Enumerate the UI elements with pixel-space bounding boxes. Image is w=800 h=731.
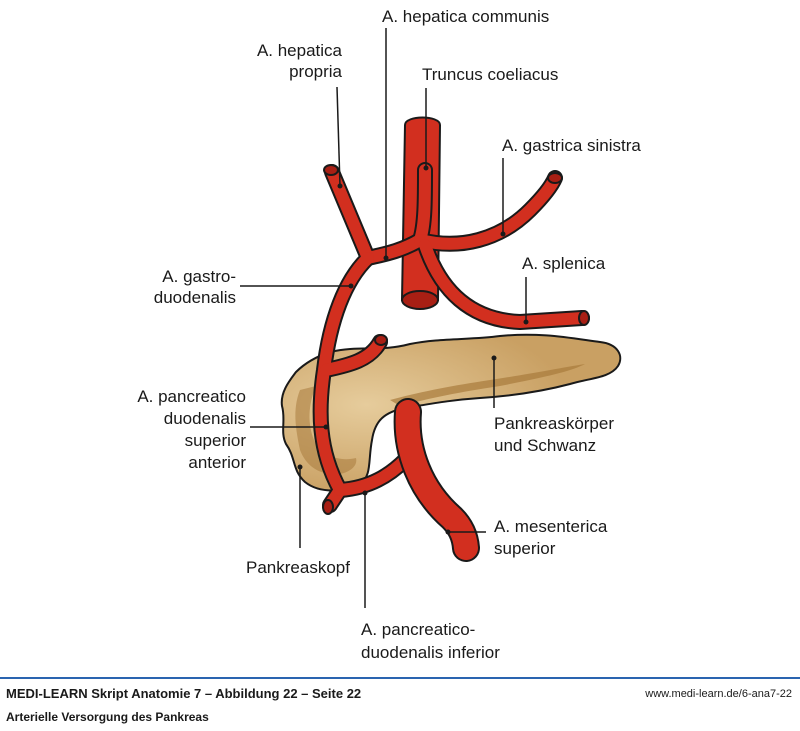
pancreas-duct-shading [390, 364, 585, 406]
label-mesenterica-superior: A. mesenterica superior [494, 516, 607, 560]
leader-lines [240, 28, 527, 608]
label-line: A. pancreatico [137, 387, 246, 406]
label-line: Pankreaskörper [494, 414, 615, 433]
pancreas [280, 333, 622, 492]
label-line: superior [184, 431, 246, 450]
label-line: A. mesenterica [494, 517, 608, 536]
label-splenica: A. splenica [522, 254, 606, 273]
vessel-ends [322, 164, 590, 515]
footer-subtitle: Arterielle Versorgung des Pankreas [6, 710, 209, 724]
pancreas-head-shading [295, 386, 357, 475]
label-pankreaskoerper: Pankreaskörper und Schwanz [494, 413, 614, 457]
label-line: superior [494, 539, 556, 558]
label-line: duodenalis [163, 409, 246, 428]
label-pancreaticoduodenalis-inferior: A. pancreatico- duodenalis inferior [361, 618, 500, 664]
label-hepatica-propria: A. hepatica propria [250, 40, 342, 82]
label-line: duodenalis [153, 288, 236, 307]
label-pancreaticoduodenalis-superior: A. pancreatico duodenalis superior anter… [110, 386, 246, 474]
label-line: und Schwanz [494, 436, 597, 455]
label-hepatica-communis: A. hepatica communis [382, 7, 550, 26]
leader-dots [297, 165, 529, 535]
pancreas-artery-illustration [240, 28, 622, 608]
mesenterica-superior-vessel [393, 398, 480, 562]
footer-divider [0, 677, 800, 679]
footer-title: MEDI-LEARN Skript Anatomie 7 – Abbildung… [6, 686, 362, 701]
label-line: duodenalis inferior [361, 643, 500, 662]
label-line: A. hepatica [256, 41, 342, 60]
label-line: A. gastro- [162, 267, 236, 286]
label-line: propria [289, 62, 342, 81]
footer-url: www.medi-learn.de/6-ana7-22 [645, 688, 792, 700]
label-line: anterior [188, 453, 246, 472]
label-gastroduodenalis: A. gastro- duodenalis [130, 266, 236, 308]
label-pankreaskopf: Pankreaskopf [246, 558, 350, 577]
label-truncus-coeliacus: Truncus coeliacus [422, 65, 559, 84]
label-line: A. pancreatico- [361, 620, 476, 639]
label-gastrica-sinistra: A. gastrica sinistra [502, 136, 641, 155]
